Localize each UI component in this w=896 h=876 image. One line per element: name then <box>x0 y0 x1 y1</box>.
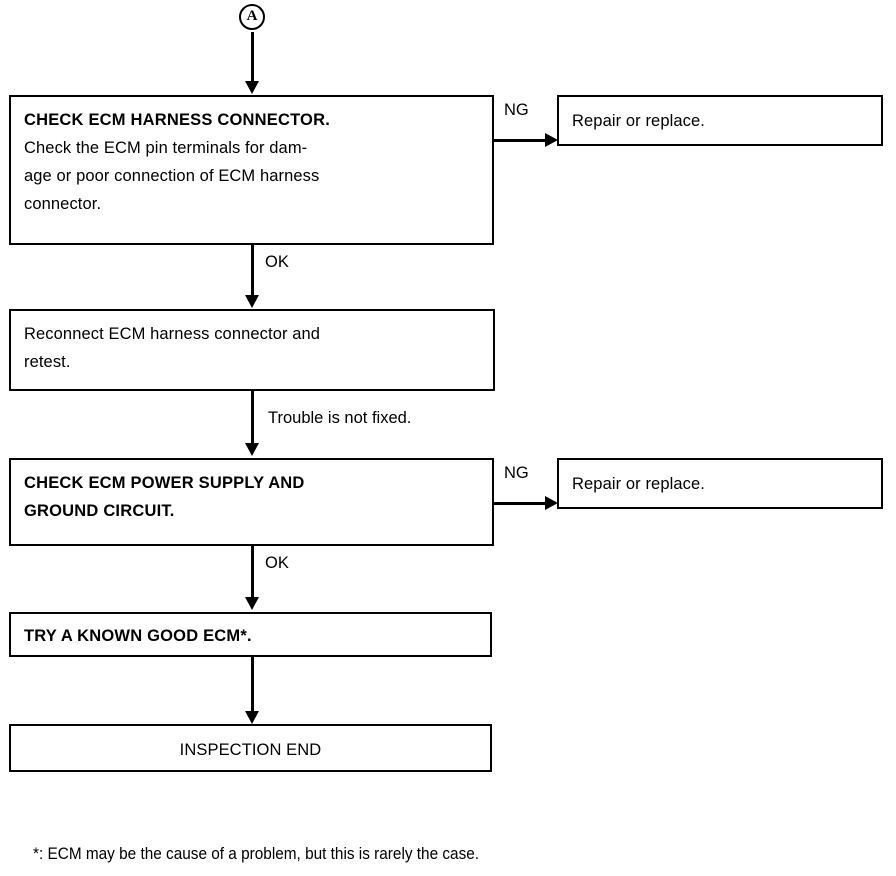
box-check-ecm-power-supply-ground[interactable]: CHECK ECM POWER SUPPLY AND GROUND CIRCUI… <box>9 458 494 546</box>
edge-label-ng-1: NG <box>504 101 529 119</box>
arrowhead-box4-to-box5 <box>245 711 259 724</box>
box-inspection-end[interactable]: INSPECTION END <box>9 724 492 772</box>
entry-connector-a: A <box>239 4 265 30</box>
arrowhead-box1-to-box2 <box>245 295 259 308</box>
box-text-check-ecm-power-supply-ground: CHECK ECM POWER SUPPLY AND GROUND CIRCUI… <box>24 474 305 520</box>
connector-line-box2-to-box3 <box>251 391 254 444</box>
box-body-check-ecm-harness-connector: Check the ECM pin terminals for dam- age… <box>24 139 320 213</box>
edge-label-trouble-not-fixed: Trouble is not fixed. <box>268 409 412 427</box>
box-reconnect-ecm-harness-connector[interactable]: Reconnect ECM harness connector and rete… <box>9 309 495 391</box>
arrowhead-box3-to-box4 <box>245 597 259 610</box>
box-try-known-good-ecm[interactable]: TRY A KNOWN GOOD ECM*. <box>9 612 492 657</box>
box-repair-or-replace-1[interactable]: Repair or replace. <box>557 95 883 146</box>
connector-line-box1-to-box2 <box>251 245 254 296</box>
footnote-ecm-note: *: ECM may be the cause of a problem, bu… <box>33 845 480 863</box>
edge-label-ng-2: NG <box>504 464 529 482</box>
connector-line-box4-to-box5 <box>251 657 254 712</box>
box-text-try-known-good-ecm: TRY A KNOWN GOOD ECM*. <box>24 627 252 645</box>
box-text-inspection-end: INSPECTION END <box>179 741 322 759</box>
arrowhead-box2-to-box3 <box>245 443 259 456</box>
box-text-reconnect-ecm-harness-connector: Reconnect ECM harness connector and rete… <box>24 325 321 371</box>
box-check-ecm-harness-connector[interactable]: CHECK ECM HARNESS CONNECTOR. Check the E… <box>9 95 494 245</box>
box-text-repair-or-replace-1: Repair or replace. <box>572 112 705 130</box>
edge-label-ok-1: OK <box>265 253 289 271</box>
connector-line-a-to-box1 <box>251 32 254 83</box>
arrowhead-ng-1 <box>545 133 558 147</box>
edge-label-ok-2: OK <box>265 554 289 572</box>
connector-line-box3-to-box4 <box>251 546 254 598</box>
arrowhead-ng-2 <box>545 496 558 510</box>
branch-line-ng-1 <box>494 139 550 142</box>
arrowhead-a-to-box1 <box>245 81 259 94</box>
branch-line-ng-2 <box>494 502 550 505</box>
box-heading-check-ecm-harness-connector: CHECK ECM HARNESS CONNECTOR. <box>24 111 330 129</box>
box-repair-or-replace-2[interactable]: Repair or replace. <box>557 458 883 509</box>
box-text-repair-or-replace-2: Repair or replace. <box>572 475 705 493</box>
